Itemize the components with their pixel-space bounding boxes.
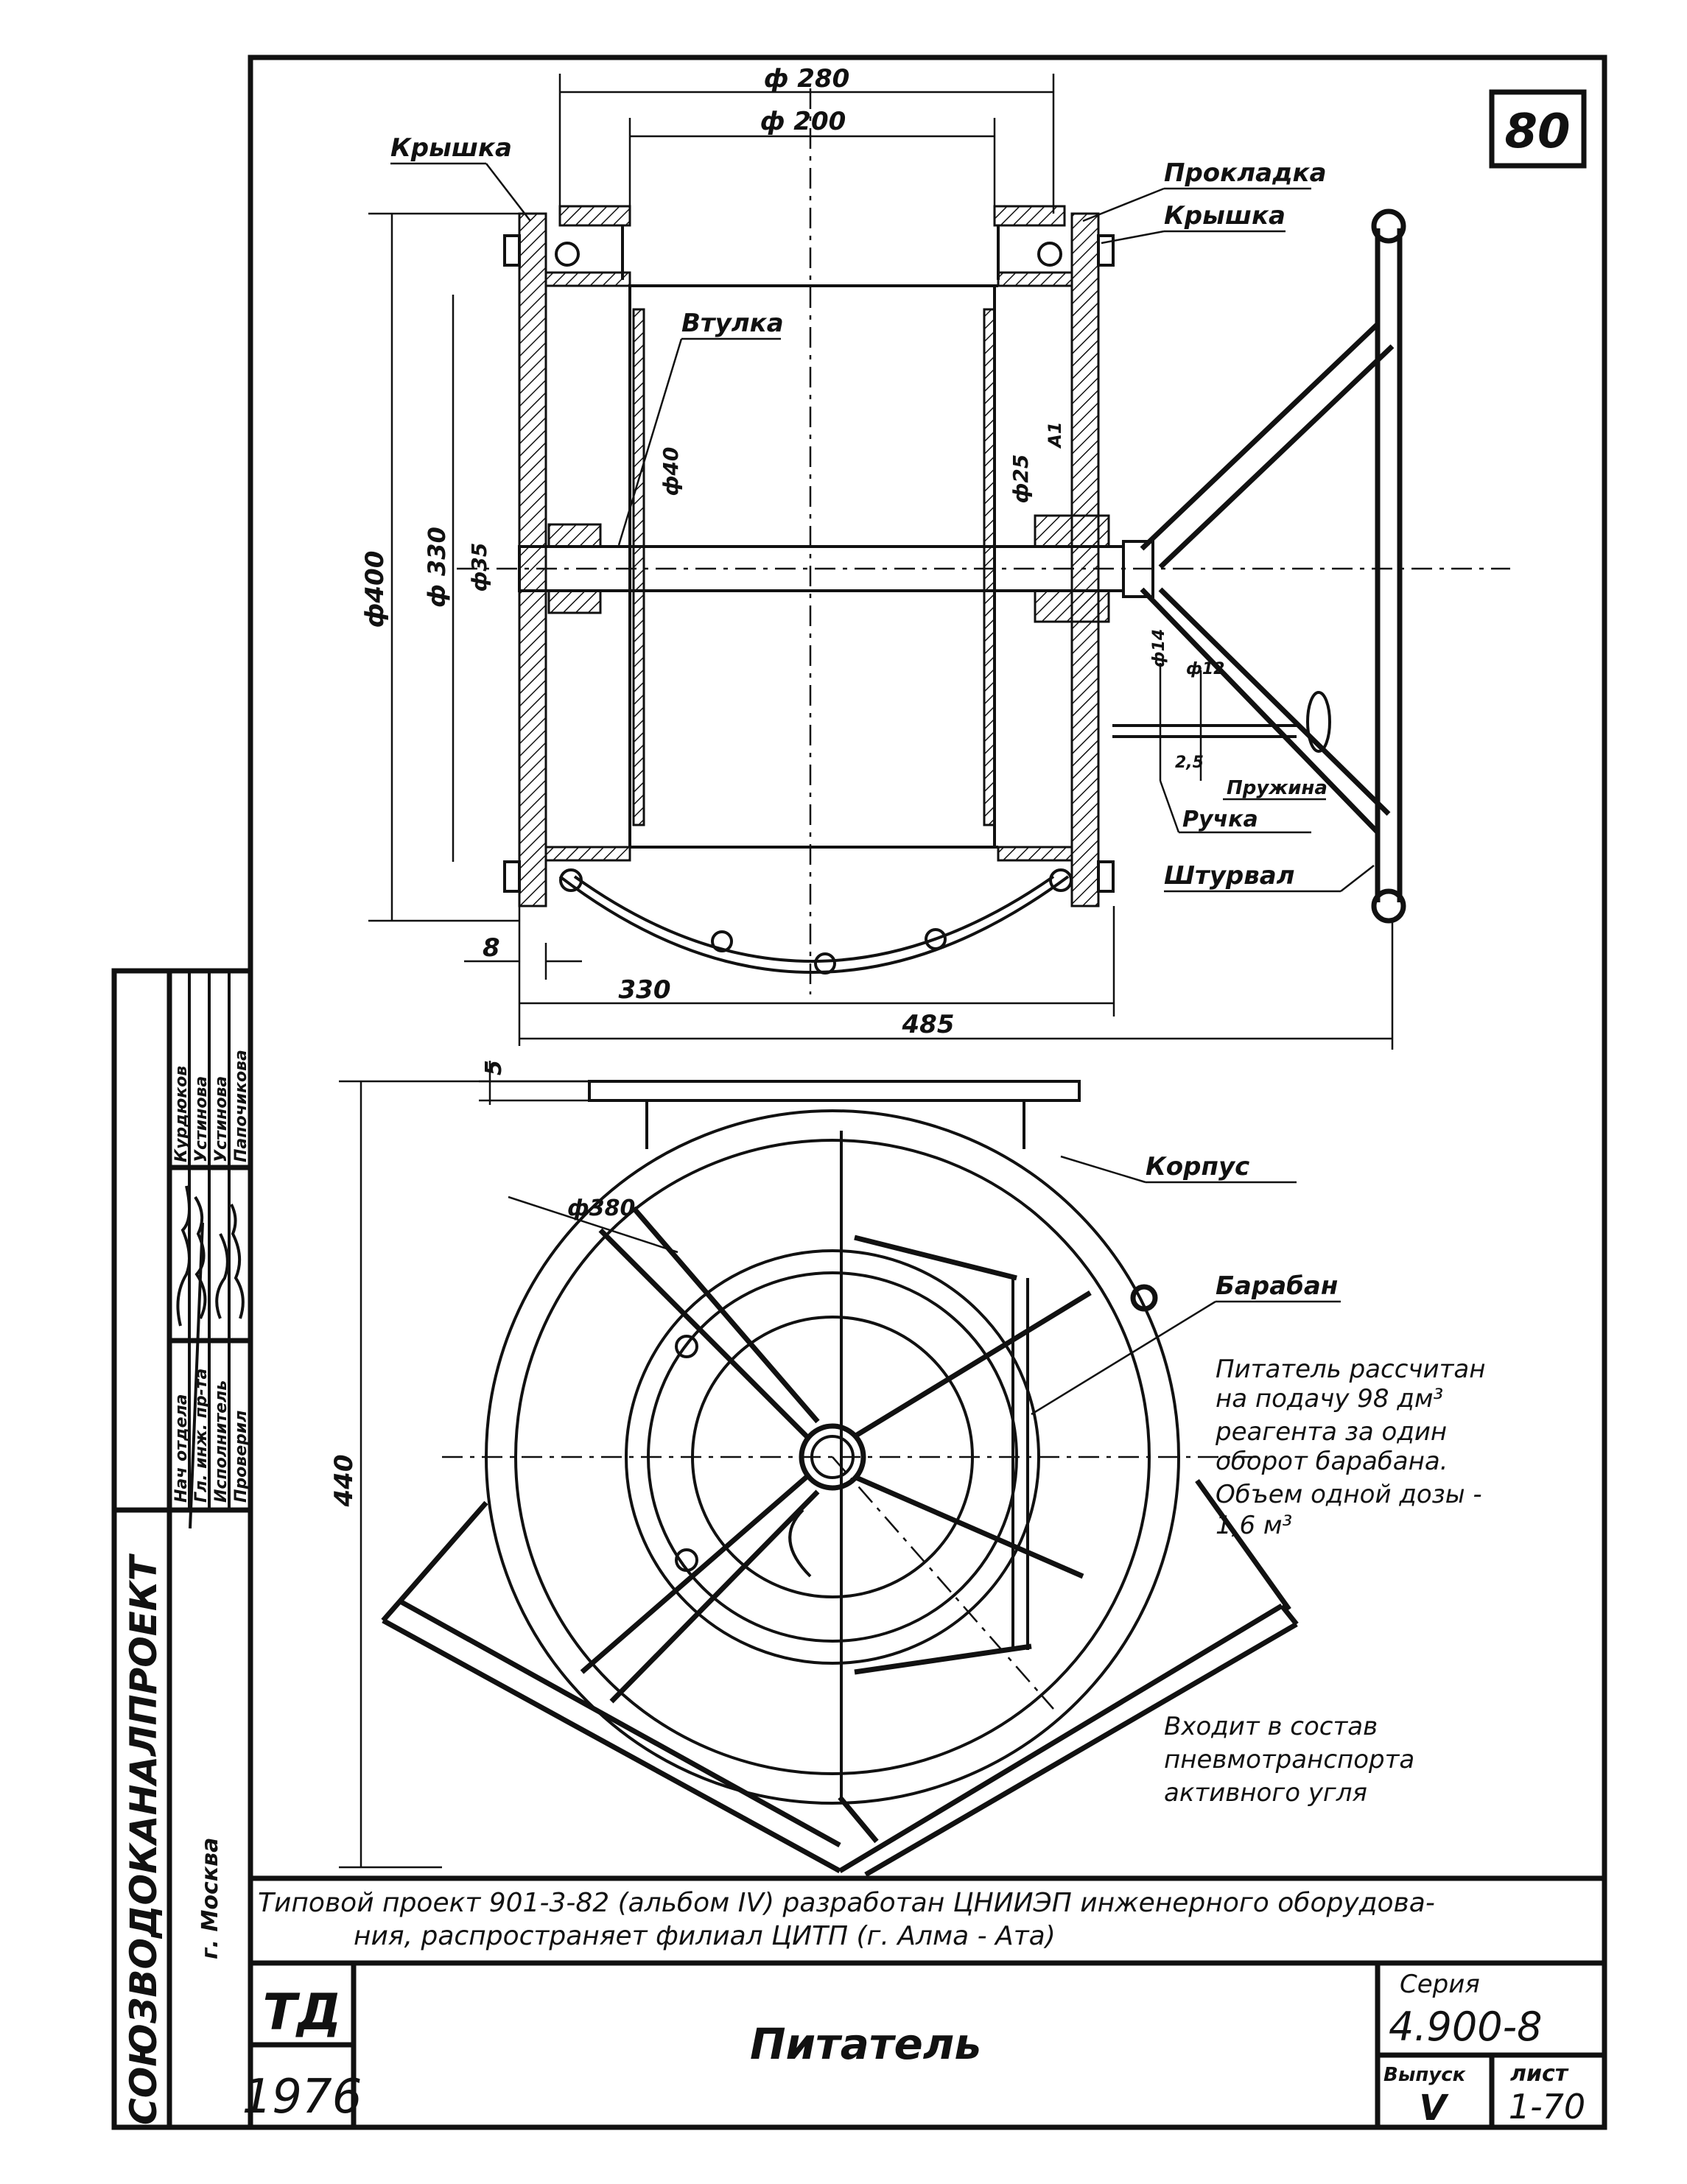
stamp-city: г. Москва bbox=[197, 1838, 223, 1959]
note-capacity-6: 1,6 м³ bbox=[1216, 1511, 1292, 1540]
series-label: Серия bbox=[1400, 1970, 1480, 1999]
dim-d400: ф400 bbox=[360, 551, 390, 628]
note-project-2: ния, распространяет филиал ЦИТП (г. Алма… bbox=[354, 1921, 1056, 1951]
series-number: 4.900-8 bbox=[1389, 2004, 1542, 2050]
sheet-label: лист bbox=[1510, 2061, 1569, 2087]
dim-d25: ф25 bbox=[1009, 454, 1033, 504]
label-ruchka: Ручка bbox=[1182, 807, 1258, 832]
note-part-of-3: активного угля bbox=[1164, 1778, 1367, 1808]
side-stamp: СОЮЗВОДОКАНАЛПРОЕКТ г. Москва Нач отдела… bbox=[111, 968, 253, 2130]
label-korpus: Корпус bbox=[1146, 1152, 1249, 1181]
dim-h5: 5 bbox=[481, 1060, 507, 1075]
issue-label: Выпуск bbox=[1383, 2064, 1467, 2086]
label-baraban: Барабан bbox=[1216, 1271, 1338, 1301]
note-part-of-1: Входит в состав bbox=[1164, 1712, 1378, 1741]
side-view: 5 bbox=[329, 1060, 1485, 1878]
dim-d380: ф380 bbox=[567, 1195, 635, 1221]
stamp-role-4: Проверил bbox=[232, 1411, 250, 1503]
sheet-number: 80 bbox=[1504, 105, 1570, 159]
title-block: ТД 1976 Питатель Серия 4.900-8 Выпуск V … bbox=[242, 1963, 1604, 2129]
dim-w485: 485 bbox=[902, 1010, 955, 1039]
stamp-org: СОЮЗВОДОКАНАЛПРОЕКТ bbox=[122, 1553, 165, 2125]
dim-d40: ф40 bbox=[659, 447, 683, 496]
note-capacity-1: Питатель рассчитан bbox=[1216, 1355, 1485, 1384]
note-project-1: Типовой проект 901-3-82 (альбом IV) разр… bbox=[258, 1888, 1435, 1918]
dim-a1: А1 bbox=[1045, 421, 1065, 449]
note-capacity-5: Объем одной дозы - bbox=[1216, 1480, 1482, 1509]
note-capacity-3: реагента за один bbox=[1215, 1417, 1447, 1447]
dim-d12: ф12 bbox=[1186, 660, 1224, 678]
label-prokladka: Прокладка bbox=[1164, 158, 1327, 188]
note-part-of-2: пневмотранспорта bbox=[1164, 1745, 1414, 1774]
note-capacity-4: оборот барабана. bbox=[1216, 1447, 1448, 1476]
issue-number: V bbox=[1419, 2088, 1449, 2129]
dim-s25: 2,5 bbox=[1175, 754, 1204, 772]
label-pruzhina: Пружина bbox=[1227, 777, 1327, 799]
dim-d280: ф 280 bbox=[764, 64, 850, 94]
note-capacity-2: на подачу 98 дм³ bbox=[1216, 1384, 1443, 1414]
dim-d35: ф35 bbox=[467, 543, 491, 592]
stamp-name-3: Устинова bbox=[212, 1076, 231, 1162]
label-kryshka-left: Крышка bbox=[390, 133, 512, 163]
stamp-role-3: Исполнитель bbox=[212, 1380, 231, 1503]
label-shturval: Штурвал bbox=[1164, 861, 1295, 891]
stamp-name-2: Устинова bbox=[192, 1076, 211, 1162]
sheet-number-box bbox=[1489, 89, 1587, 169]
signature-1 bbox=[176, 1185, 191, 1327]
dim-w330: 330 bbox=[619, 975, 671, 1005]
dim-d200: ф 200 bbox=[760, 107, 846, 136]
signature-4 bbox=[230, 1204, 245, 1319]
stamp-name-1: Курдюков bbox=[172, 1066, 191, 1162]
drawing-title: Питатель bbox=[750, 2019, 981, 2069]
dim-w8: 8 bbox=[483, 933, 500, 963]
dim-d330: ф 330 bbox=[423, 527, 451, 608]
label-kryshka-right: Крышка bbox=[1164, 201, 1286, 231]
dim-h440: 440 bbox=[329, 1455, 359, 1508]
label-vtulka: Втулка bbox=[681, 309, 784, 338]
title-td: ТД bbox=[263, 1984, 342, 2042]
section-view: ф 280 ф 200 bbox=[360, 64, 1510, 1050]
sheet-value: 1-70 bbox=[1509, 2087, 1585, 2127]
dim-d14: ф14 bbox=[1150, 629, 1168, 667]
signature-2 bbox=[194, 1195, 207, 1319]
signature-3 bbox=[215, 1233, 229, 1319]
title-year: 1976 bbox=[242, 2070, 362, 2124]
stamp-name-4: Папочикова bbox=[232, 1050, 250, 1162]
stamp-role-1: Нач отдела bbox=[172, 1394, 191, 1503]
